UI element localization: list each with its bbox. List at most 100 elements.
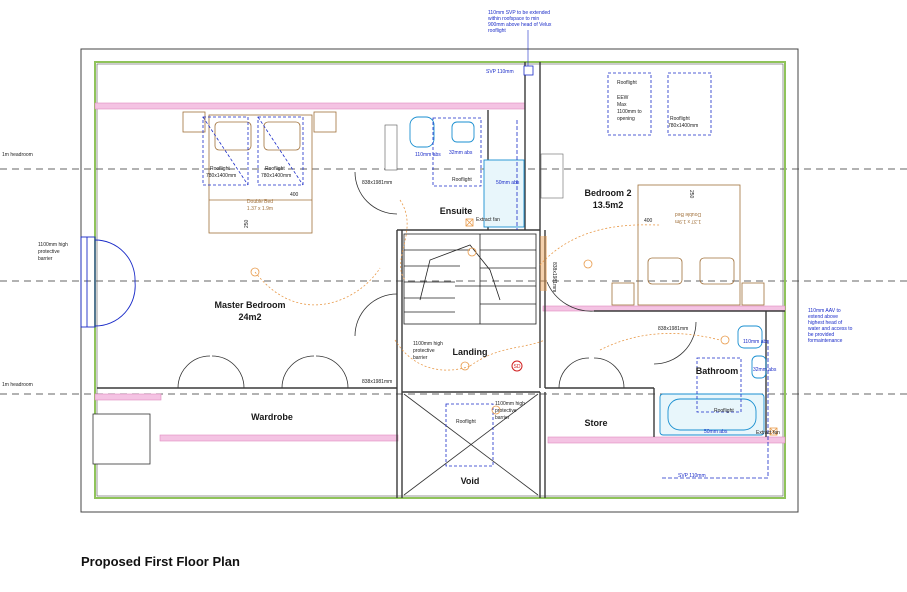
- svg-text:Rooflight: Rooflight: [617, 80, 637, 86]
- svg-text:780x1400mm: 780x1400mm: [261, 173, 291, 179]
- barrier-left-note: 1100mm high protective barrier: [38, 242, 68, 262]
- electrical-runs: [254, 199, 721, 371]
- svg-text:Double Bed: Double Bed: [247, 199, 273, 205]
- svp-top-note: 110mm SVP to be extended within roofspac…: [488, 10, 552, 34]
- svg-text:900mm above head of Velux: 900mm above head of Velux: [488, 22, 552, 28]
- bed2-bed-label: Double Bed 1.37 x 1.9m: [675, 211, 701, 224]
- wardrobe-tank: [92, 413, 151, 465]
- svg-text:838x1981mm: 838x1981mm: [362, 379, 392, 385]
- svg-text:780x1400mm: 780x1400mm: [206, 173, 236, 179]
- ensuite-rooflight: [432, 117, 482, 187]
- svg-text:barrier: barrier: [413, 355, 428, 361]
- svg-text:opening: opening: [617, 116, 635, 122]
- svg-text:110mm SVP to be extended: 110mm SVP to be extended: [488, 10, 550, 16]
- barrier-landing-note: 1100mm high protective barrier: [413, 341, 443, 361]
- void-cross: [403, 393, 539, 496]
- svg-text:formaintenance: formaintenance: [808, 338, 843, 344]
- svg-text:1.37 x 1.9m: 1.37 x 1.9m: [247, 206, 273, 212]
- bathroom-label: Bathroom: [696, 366, 739, 376]
- extract-fan-label: Extract fan: [476, 217, 500, 223]
- svp-bottom-label: SVP 110mm: [678, 473, 706, 479]
- wall-fill: [384, 124, 564, 291]
- svg-text:780x1400mm: 780x1400mm: [668, 123, 698, 129]
- svg-text:Double Bed: Double Bed: [675, 211, 701, 217]
- bathroom-fixtures: [659, 325, 767, 436]
- svg-text:protective: protective: [495, 408, 517, 414]
- dim-250-master: 250: [244, 219, 250, 228]
- svg-text:barrier: barrier: [38, 256, 53, 262]
- svg-text:1100mm high: 1100mm high: [413, 341, 443, 347]
- svg-text:rooflight: rooflight: [488, 28, 506, 34]
- svg-text:Rooflight: Rooflight: [456, 419, 476, 425]
- svg-text:water and access to: water and access to: [808, 326, 853, 332]
- svg-text:protective: protective: [38, 249, 60, 255]
- void-label: Void: [461, 476, 480, 486]
- pipe-labels: 110mm abs 32mm abs 50mm abs 110mm abs 32…: [415, 150, 777, 435]
- eew-note: EEW Max 1100mm to opening: [617, 95, 642, 122]
- smoke-detector-icon: [511, 360, 523, 372]
- store-label: Store: [584, 418, 607, 428]
- bedroom2-area: 13.5m2: [593, 200, 624, 210]
- svg-text:Rooflight: Rooflight: [452, 177, 472, 183]
- smoke-detector-label: SD: [514, 364, 521, 370]
- dim-250-bed2: 250: [688, 190, 694, 199]
- svg-text:838x1981mm: 838x1981mm: [362, 180, 392, 186]
- svg-text:50mm abs: 50mm abs: [496, 180, 520, 186]
- svg-text:protective: protective: [413, 348, 435, 354]
- extract-fan-label-bath: Extract fan: [756, 430, 780, 436]
- svg-text:Max: Max: [617, 102, 627, 108]
- svg-text:barrier: barrier: [495, 415, 510, 421]
- door-size-labels: 838x1981mm 838x1981mm 838x1981mm 838x198…: [362, 180, 688, 385]
- wardrobe-label: Wardrobe: [251, 412, 293, 422]
- master-rooflights: [202, 116, 304, 186]
- svg-text:Rooflight: Rooflight: [670, 116, 690, 122]
- svg-text:be provided: be provided: [808, 332, 834, 338]
- bathroom-rooflight: [696, 357, 742, 413]
- svp-pipe-icon: [523, 65, 534, 76]
- svg-text:110mm abs: 110mm abs: [743, 339, 769, 345]
- rooflight-labels: Rooflight 780x1400mm Rooflight 780x1400m…: [206, 80, 734, 425]
- svg-text:32mm abs: 32mm abs: [753, 367, 777, 373]
- svp-label: SVP 110mm: [486, 69, 514, 75]
- bed2-bed: [611, 184, 765, 306]
- svg-text:extend above: extend above: [808, 314, 838, 320]
- svg-text:50mm abs: 50mm abs: [704, 429, 728, 435]
- svg-text:1100mm high: 1100mm high: [495, 401, 525, 407]
- svg-text:1100mm to: 1100mm to: [617, 109, 642, 115]
- staircase: [403, 233, 537, 325]
- landing-label: Landing: [453, 347, 488, 357]
- light-points: [250, 247, 730, 415]
- svg-text:Rooflight: Rooflight: [265, 166, 285, 172]
- svg-text:838x1981mm: 838x1981mm: [551, 262, 557, 292]
- left-window: [80, 236, 136, 328]
- svg-text:within roofspace to min: within roofspace to min: [488, 16, 539, 22]
- svg-text:Rooflight: Rooflight: [210, 166, 230, 172]
- aav-note: 110mm AAV to extend above highest head o…: [808, 308, 853, 344]
- headroom-top-label: 1m headroom: [2, 152, 33, 158]
- dim-400-bed2: 400: [644, 218, 653, 224]
- svg-text:EEW: EEW: [617, 95, 629, 101]
- svg-text:110mm abs: 110mm abs: [415, 152, 441, 158]
- barrier-void-note: 1100mm high protective barrier: [495, 401, 525, 421]
- door-swings: [177, 171, 697, 389]
- pink-insulation: [94, 102, 786, 444]
- master-bedroom-label: Master Bedroom: [214, 300, 285, 310]
- master-bed: [182, 111, 337, 234]
- void-rooflight: [445, 403, 494, 467]
- plan-title: Proposed First Floor Plan: [81, 554, 240, 569]
- dim-400-master: 400: [290, 192, 299, 198]
- svg-text:1100mm high: 1100mm high: [38, 242, 68, 248]
- bed2-rooflights: [607, 72, 712, 136]
- extract-fan-icons: [465, 218, 778, 436]
- svg-text:1.37 x 1.9m: 1.37 x 1.9m: [675, 218, 701, 224]
- svg-text:highest head of: highest head of: [808, 320, 843, 326]
- master-bed-label: Double Bed 1.37 x 1.9m: [247, 199, 273, 212]
- svg-text:Rooflight: Rooflight: [714, 408, 734, 414]
- svg-text:110mm AAV to: 110mm AAV to: [808, 308, 841, 314]
- headroom-bottom-label: 1m headroom: [2, 382, 33, 388]
- svg-text:32mm abs: 32mm abs: [449, 150, 473, 156]
- bedroom2-label: Bedroom 2: [584, 188, 631, 198]
- svg-text:838x1981mm: 838x1981mm: [658, 326, 688, 332]
- ensuite-label: Ensuite: [440, 206, 473, 216]
